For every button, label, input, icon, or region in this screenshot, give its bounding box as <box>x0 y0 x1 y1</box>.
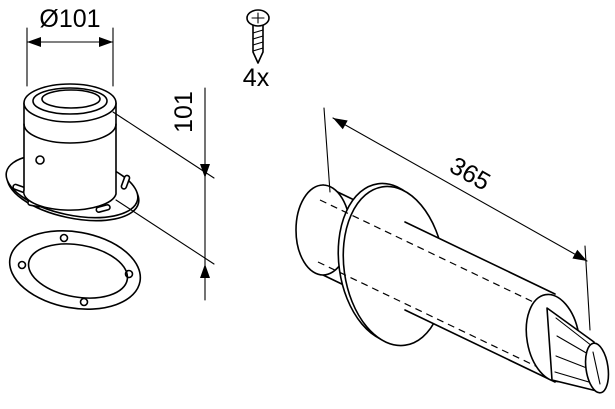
length-extension-left <box>323 107 331 193</box>
collar-hole <box>35 155 45 165</box>
pipe-right-body <box>405 222 555 382</box>
gasket-hole <box>59 233 69 243</box>
screw-count-label: 4x <box>243 64 270 92</box>
screw-thread <box>252 29 264 34</box>
flange-slot <box>120 174 131 190</box>
length-extension-right <box>584 245 591 331</box>
collar-inner-rim <box>32 87 108 115</box>
gasket-hole <box>79 297 89 307</box>
height-label: 101 <box>170 91 198 133</box>
length-label: 365 <box>445 152 495 197</box>
flange-slot <box>95 204 111 213</box>
screw-thread <box>252 47 264 52</box>
length-arrow-right <box>572 249 587 261</box>
length-arrow-left <box>333 118 348 130</box>
diameter-label: Ø101 <box>39 5 100 33</box>
collar-lip-edge <box>23 123 117 144</box>
height-extension-bottom <box>115 199 215 265</box>
height-arrow-top <box>200 164 210 178</box>
gasket-outer-edge <box>8 230 142 310</box>
screw: 4x <box>243 9 270 92</box>
screw-thread <box>252 35 264 40</box>
pipe-top-edge <box>404 221 556 295</box>
gasket-hole <box>124 269 134 279</box>
height-arrow-bottom <box>200 264 210 278</box>
pipe-assembly <box>295 182 610 394</box>
gasket-inner-edge <box>27 243 129 299</box>
gasket-ring <box>8 230 142 310</box>
diameter-arrow-left <box>27 37 41 47</box>
collar-opening <box>41 89 101 109</box>
pipe-bottom-edge <box>404 309 556 383</box>
pipe-hidden-edge <box>317 261 547 372</box>
diameter-arrow-right <box>99 37 113 47</box>
screw-thread <box>252 41 264 46</box>
terminal-rib <box>555 317 593 347</box>
terminal-tip-slot <box>592 351 601 385</box>
collar-body <box>22 102 117 211</box>
length-dimension-line <box>332 117 588 262</box>
height-extension-top <box>112 111 215 179</box>
pipe-hidden-edge <box>319 199 549 310</box>
collar-assembly <box>5 83 140 222</box>
diameter-dimension: Ø101 <box>26 5 114 87</box>
gasket-hole <box>17 260 27 270</box>
height-dimension: 101 <box>112 87 215 301</box>
